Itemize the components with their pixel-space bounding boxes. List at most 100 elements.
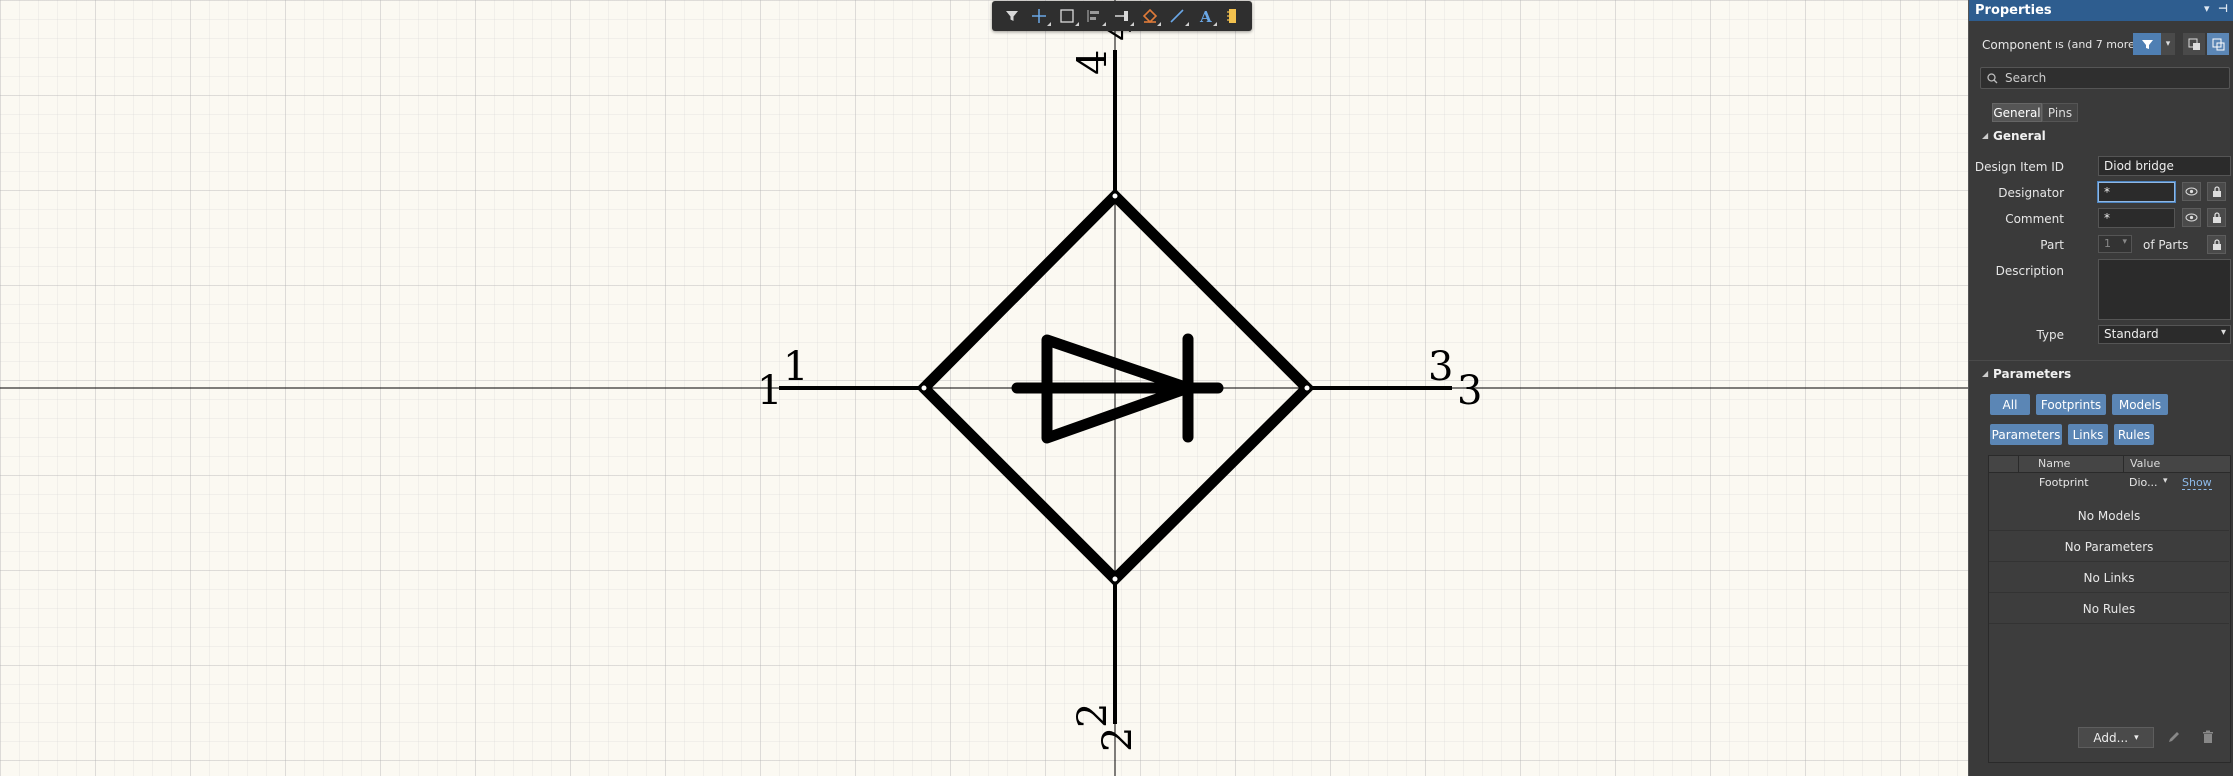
part-lock-button[interactable] — [2207, 235, 2226, 254]
search-icon — [1987, 73, 1998, 84]
tab-pins[interactable]: Pins — [2042, 103, 2078, 122]
designator-label: Designator — [1998, 186, 2064, 200]
column-value-header: Value — [2130, 457, 2161, 470]
add-button-label: Add... — [2093, 730, 2129, 745]
part-value: 1 — [2104, 237, 2111, 250]
schematic-canvas[interactable]: 1 1 3 3 4 4 2 2 — [0, 0, 1968, 776]
chevron-down-icon: ▾ — [2122, 237, 2127, 247]
filter-rules-button[interactable]: Rules — [2114, 424, 2154, 445]
panel-pin-icon[interactable]: ⊣ — [2218, 2, 2229, 15]
part-select[interactable]: 1 ▾ — [2098, 235, 2132, 253]
comment-field[interactable]: * — [2098, 208, 2175, 228]
select-all-button[interactable] — [2207, 33, 2229, 55]
table-row[interactable]: Footprint Dio... ▾ Show — [1989, 473, 2230, 493]
parameters-section-heading: Parameters — [1993, 367, 2072, 381]
no-links-message: No Links — [1989, 564, 2229, 593]
no-models-message: No Models — [1989, 502, 2229, 531]
general-section-heading: General — [1993, 129, 2046, 143]
comment-label: Comment — [2005, 212, 2064, 226]
cross-probe-icon[interactable] — [1026, 3, 1054, 29]
eye-icon — [2185, 213, 2198, 222]
pin-2-designator: 2 — [1095, 727, 1141, 752]
filter-toggle-button[interactable] — [2133, 33, 2161, 55]
lock-icon — [2212, 211, 2221, 223]
no-rules-message: No Rules — [1989, 595, 2229, 624]
type-label: Type — [2036, 328, 2064, 342]
place-pin-icon[interactable] — [1108, 3, 1136, 29]
chevron-down-icon: ▾ — [2134, 732, 2139, 743]
of-parts-label: of Parts — [2143, 238, 2189, 252]
pin-4-designator: 4 — [1070, 50, 1116, 75]
tab-general[interactable]: General — [1992, 103, 2042, 122]
filter-footprints-button[interactable]: Footprints — [2036, 394, 2106, 415]
no-parameters-message: No Parameters — [1989, 533, 2229, 562]
designator-lock-button[interactable] — [2207, 182, 2226, 201]
parameters-collapse-icon[interactable]: ◢ — [1982, 369, 1989, 378]
filter-dropdown-icon[interactable]: ▾ — [2161, 33, 2175, 55]
pin-1-name: 1 — [783, 344, 808, 390]
column-divider — [2018, 456, 2019, 472]
line-icon[interactable] — [1163, 3, 1191, 29]
lock-icon — [2212, 185, 2221, 197]
section-divider — [1969, 360, 2233, 361]
filter-all-button[interactable]: All — [1990, 394, 2030, 415]
chevron-down-icon: ▾ — [2220, 327, 2226, 338]
edit-icon[interactable] — [2167, 730, 2181, 747]
text-icon[interactable]: A — [1191, 3, 1219, 29]
comment-lock-button[interactable] — [2207, 208, 2226, 227]
rectangle-select-icon[interactable] — [1053, 3, 1081, 29]
filter-models-button[interactable]: Models — [2112, 394, 2168, 415]
align-icon[interactable] — [1081, 3, 1109, 29]
eye-icon — [2185, 187, 2198, 196]
search-placeholder: Search — [2005, 71, 2047, 85]
delete-icon[interactable] — [2202, 730, 2214, 747]
design-item-id-label: Design Item ID — [1974, 160, 2064, 174]
type-value: Standard — [2104, 327, 2159, 341]
funnel-icon — [2141, 39, 2153, 49]
add-button[interactable]: Add... ▾ — [2078, 727, 2154, 748]
filter-parameters-button[interactable]: Parameters — [1990, 424, 2062, 445]
designator-visibility-button[interactable] — [2182, 182, 2201, 201]
lock-icon — [2212, 238, 2221, 250]
polygon-icon[interactable] — [1136, 3, 1164, 29]
component-label: Component — [1982, 38, 2052, 52]
comment-visibility-button[interactable] — [2182, 208, 2201, 227]
type-select[interactable]: Standard ▾ — [2098, 325, 2231, 344]
schematic-drawing[interactable]: 1 1 3 3 4 4 2 2 — [0, 0, 1968, 776]
pin-2-name: 2 — [1070, 703, 1116, 728]
description-label: Description — [1995, 264, 2064, 278]
search-input[interactable]: Search — [1980, 67, 2230, 89]
filter-links-button[interactable]: Links — [2068, 424, 2108, 445]
properties-title-bar: Properties ▾ ⊣ — [1969, 0, 2233, 21]
designator-field[interactable]: * — [2098, 182, 2175, 202]
pin-3-designator: 3 — [1457, 368, 1482, 414]
pin-1-hotspot[interactable] — [920, 384, 928, 392]
general-collapse-icon[interactable]: ◢ — [1982, 131, 1989, 140]
panel-menu-icon[interactable]: ▾ — [2204, 2, 2210, 15]
properties-panel: Properties ▾ ⊣ Component ıs (and 7 more)… — [1968, 0, 2233, 776]
filter-icon[interactable] — [998, 3, 1026, 29]
pin-3-name: 3 — [1428, 344, 1453, 390]
part-label: Part — [2040, 238, 2064, 252]
pin-3-hotspot[interactable] — [1303, 384, 1311, 392]
column-name-header: Name — [2038, 457, 2071, 470]
diode-triangle — [1041, 334, 1194, 444]
footprint-value[interactable]: Dio... — [2129, 476, 2158, 489]
table-header: Name Value — [1989, 456, 2230, 473]
pin-1-designator: 1 — [757, 368, 782, 414]
select-mask-button[interactable] — [2183, 33, 2205, 55]
pin-4-hotspot[interactable] — [1111, 192, 1119, 200]
chevron-down-icon[interactable]: ▾ — [2163, 476, 2168, 486]
select-mask-icon — [2188, 38, 2200, 50]
component-filter-text: ıs (and 7 more) — [2055, 38, 2140, 51]
svg-text:A: A — [1199, 8, 1212, 24]
design-item-id-field[interactable]: Diod bridge — [2098, 156, 2231, 176]
active-bar-toolbar: A — [992, 1, 1252, 31]
footprint-name: Footprint — [2039, 476, 2089, 489]
footprint-show-link[interactable]: Show — [2182, 476, 2212, 490]
component-icon[interactable] — [1219, 3, 1247, 29]
select-all-icon — [2212, 38, 2224, 50]
pin-2-hotspot[interactable] — [1111, 575, 1119, 583]
column-divider — [2123, 456, 2124, 472]
description-field[interactable] — [2098, 259, 2231, 320]
